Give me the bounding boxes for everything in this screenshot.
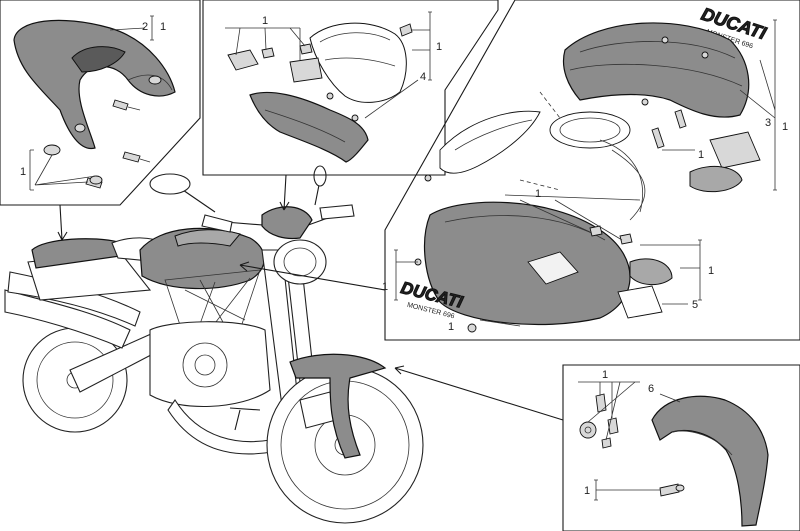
callout-tank-top-ref: 3 (765, 117, 771, 129)
callout-headlight-qty-b: 1 (436, 41, 442, 53)
callout-seat-cowl-qty: 1 (160, 21, 166, 33)
callout-tank-side-qty: 1 (708, 265, 714, 277)
headlight-shroud-part (309, 22, 407, 103)
callout-headlight-qty-a: 1 (262, 15, 268, 27)
panel-front-fender: 1 6 1 (394, 364, 800, 531)
callout-headlight-ref: 4 (420, 71, 426, 83)
callout-seat-cowl-ref: 2 (142, 21, 148, 33)
tank-cap-cover (689, 166, 743, 193)
callout-tank-top-qty: 1 (782, 121, 788, 133)
panel-tank-covers: DUCATI MONSTER 696 DUCATI MONSTER 696 (239, 0, 800, 341)
tank-side-plate (617, 285, 663, 319)
tank-cap-plate (709, 131, 761, 169)
callout-tank-left-qty: 1 (382, 281, 388, 293)
front-fender-installed (289, 353, 387, 459)
callout-tank-bottom-qty: 1 (448, 321, 454, 333)
callout-tank-center-qty: 1 (535, 188, 541, 200)
tank-side-shell (439, 110, 541, 174)
callout-seat-screw-qty: 1 (20, 166, 26, 178)
headlight-lower-fairing (249, 91, 369, 163)
callout-fender-qty-bottom: 1 (584, 485, 590, 497)
tank-top-cover-part (562, 22, 750, 118)
seat-cowl-hardware (43, 99, 151, 189)
front-fender-part (651, 395, 769, 527)
tank-side-panel (629, 258, 673, 285)
seat-cowl-part (13, 19, 176, 150)
tank-key-recess (527, 251, 579, 285)
callout-fender-ref: 6 (648, 383, 654, 395)
motorcycle-illustration (4, 165, 424, 524)
callout-fender-qty-top: 1 (602, 369, 608, 381)
tank-cap-ring (549, 111, 631, 149)
callout-tank-panel-ref: 5 (692, 299, 698, 311)
panel-headlight-fairing: 1 1 4 (202, 0, 499, 211)
callout-tank-right-qty: 1 (698, 149, 704, 161)
panel-seat-cowl: 2 1 1 (0, 0, 201, 241)
headlight-fairing-installed (261, 206, 313, 240)
